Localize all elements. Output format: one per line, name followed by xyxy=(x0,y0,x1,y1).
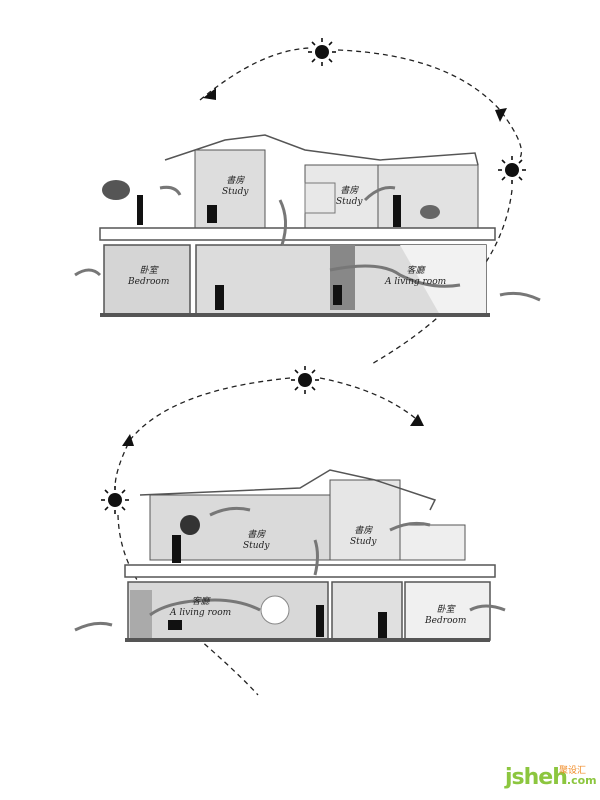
room-en: Study xyxy=(336,197,363,207)
room-en: Study xyxy=(243,541,270,551)
room-cn: 書房 xyxy=(247,530,266,540)
sun-icon xyxy=(100,485,130,515)
room-en: Bedroom xyxy=(128,277,170,287)
top-building-section xyxy=(99,134,496,317)
watermark-logo-text: jsheh xyxy=(505,765,568,790)
direction-arrow-icon xyxy=(495,108,507,122)
room-en: A living room xyxy=(170,608,232,618)
direction-arrow-icon xyxy=(203,88,216,100)
sun-icon xyxy=(307,37,337,67)
room-cn: 卧室 xyxy=(436,605,455,615)
sun-icon xyxy=(497,155,527,185)
airflow-arrow-icon xyxy=(74,185,541,632)
room-cn: 書房 xyxy=(226,176,245,186)
room-cn: 客廳 xyxy=(406,266,425,276)
sun-icon xyxy=(290,365,320,395)
direction-arrow-icon xyxy=(122,434,134,446)
room-en: Study xyxy=(222,187,249,197)
watermark-cn: 聚设汇 xyxy=(559,766,587,776)
room-cn: 書房 xyxy=(340,186,359,196)
room-en: Bedroom xyxy=(425,616,467,626)
watermark-logo: jsheh.com 聚设汇 xyxy=(505,765,597,790)
room-en: Study xyxy=(350,537,377,547)
bottom-building-section xyxy=(124,469,496,642)
direction-arrow-icon xyxy=(410,414,424,426)
room-cn: 客廳 xyxy=(191,597,210,607)
room-cn: 書房 xyxy=(354,526,373,536)
watermark-domain: .com xyxy=(566,774,597,787)
room-en: A living room xyxy=(385,277,447,287)
room-cn: 卧室 xyxy=(139,266,158,276)
